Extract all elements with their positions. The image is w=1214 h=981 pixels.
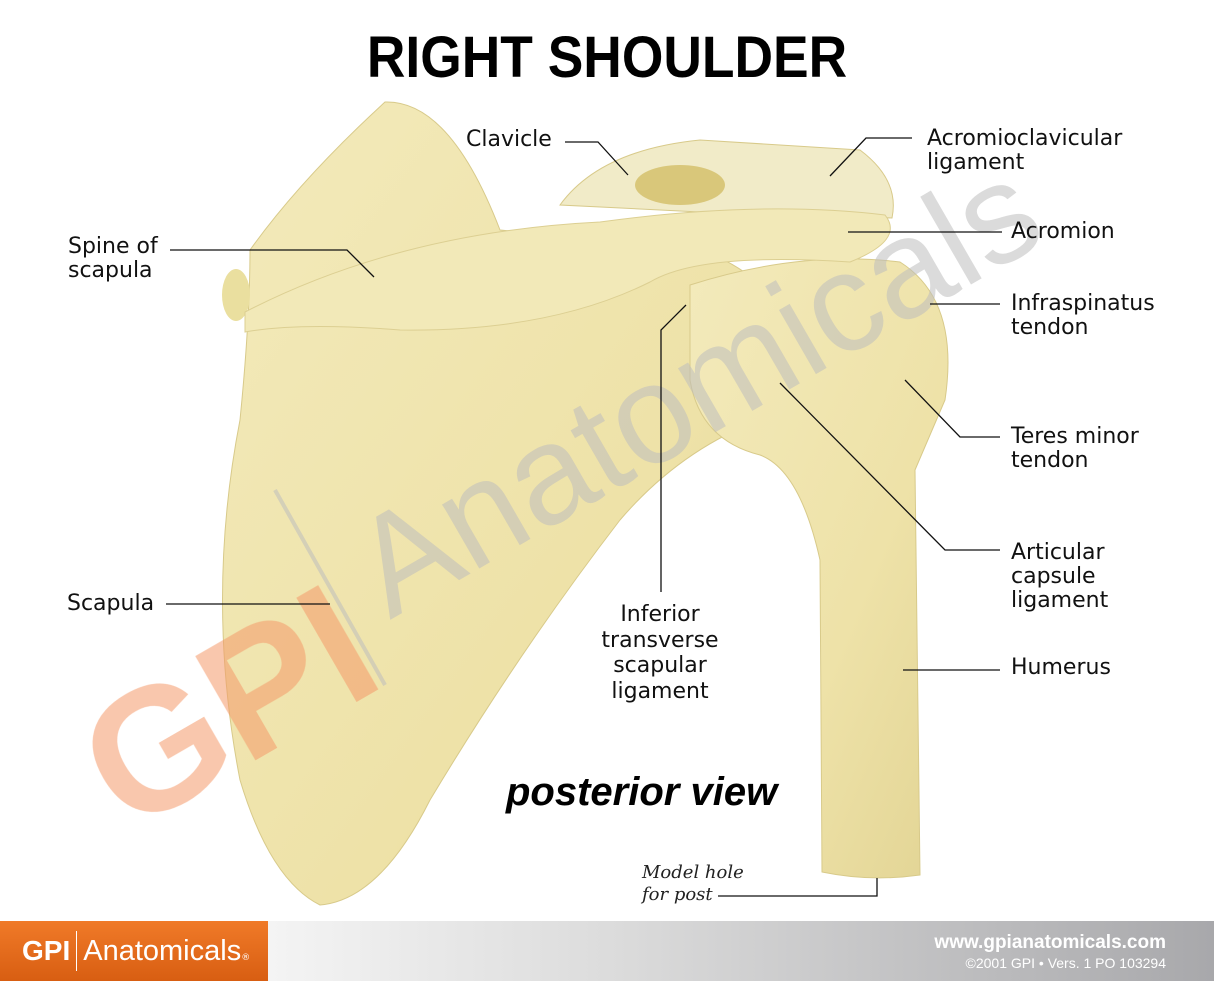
model-hole-note: Model hole for post bbox=[642, 862, 744, 905]
copyright: ©2001 GPI • Vers. 1 PO 103294 bbox=[965, 955, 1166, 971]
leader-articular-capsule bbox=[779, 382, 1000, 551]
label-clavicle: Clavicle bbox=[466, 127, 552, 152]
view-caption: posterior view bbox=[506, 770, 778, 814]
clavicle-shape bbox=[559, 139, 894, 219]
label-teres-minor-tendon: Teres minor tendon bbox=[1011, 424, 1139, 473]
label-humerus: Humerus bbox=[1011, 655, 1111, 680]
page-title: RIGHT SHOULDER bbox=[366, 25, 848, 90]
label-acromioclavicular-ligament: Acromioclavicular ligament bbox=[927, 126, 1123, 175]
leader-acromioclavicular bbox=[829, 137, 912, 177]
leader-model-hole bbox=[718, 878, 878, 897]
label-acromion: Acromion bbox=[1011, 219, 1115, 244]
leader-teres-minor bbox=[904, 379, 1000, 438]
label-spine-of-scapula: Spine of scapula bbox=[68, 234, 158, 283]
brand-name: Anatomicals bbox=[83, 934, 242, 967]
label-inferior-transverse-scapular-ligament: Inferior transverse scapular ligament bbox=[601, 602, 719, 704]
brand-registered: ® bbox=[241, 953, 251, 963]
brand-divider bbox=[76, 931, 78, 971]
label-scapula: Scapula bbox=[67, 591, 155, 616]
spine-acromion-shape bbox=[244, 208, 891, 333]
website-url: www.gpianatomicals.com bbox=[934, 932, 1166, 953]
leader-inferior-transverse bbox=[660, 304, 687, 592]
brand-logo: GPI Anatomicals ® bbox=[0, 921, 268, 981]
leader-lines bbox=[166, 137, 1002, 897]
label-infraspinatus-tendon: Infraspinatus tendon bbox=[1011, 291, 1155, 340]
leader-spine-of-scapula bbox=[170, 249, 375, 278]
footer: GPI Anatomicals ® www.gpianatomicals.com… bbox=[0, 921, 1214, 981]
brand-gpi: GPI bbox=[22, 935, 71, 966]
label-articular-capsule-ligament: Articular capsule ligament bbox=[1011, 540, 1109, 613]
leader-clavicle bbox=[565, 141, 629, 176]
